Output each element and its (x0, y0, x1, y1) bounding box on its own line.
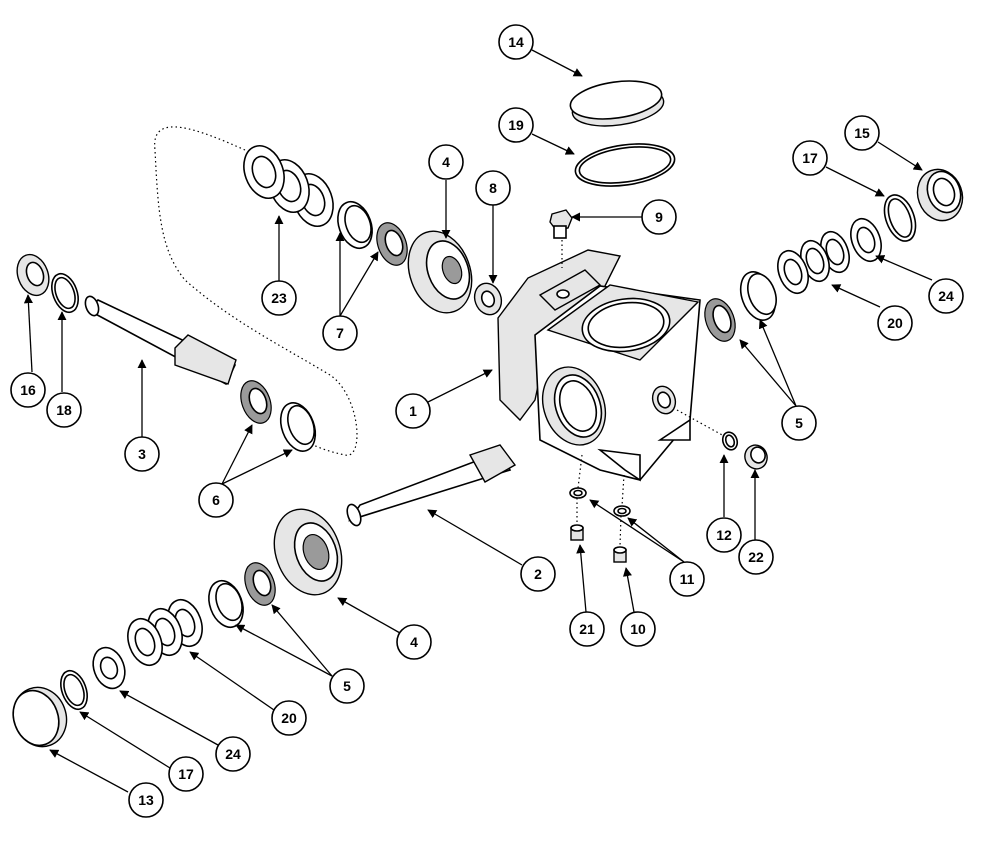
part-snap-ring-17-lower (60, 669, 88, 711)
callout-15: 15 (844, 115, 880, 151)
svg-text:14: 14 (508, 34, 524, 50)
svg-text:4: 4 (442, 154, 450, 170)
callout-4: 4 (396, 624, 432, 660)
part-housing-1 (497, 249, 701, 482)
part-seal-15 (916, 168, 964, 222)
svg-text:10: 10 (630, 621, 646, 637)
callout-17: 17 (168, 756, 204, 792)
part-snap-ring-17-right (883, 194, 917, 242)
svg-text:23: 23 (271, 290, 287, 306)
part-plug-22 (744, 444, 768, 470)
part-shaft-3 (84, 295, 237, 386)
callout-14: 14 (498, 24, 534, 60)
svg-text:17: 17 (178, 766, 194, 782)
callout-5: 5 (781, 405, 817, 441)
part-cover-14 (569, 80, 665, 127)
svg-text:20: 20 (281, 710, 297, 726)
part-bevel-gear-4-lower (273, 508, 343, 596)
part-plug-21 (570, 524, 584, 541)
svg-text:18: 18 (56, 402, 72, 418)
part-washers-11 (569, 487, 631, 517)
svg-text:7: 7 (336, 325, 344, 341)
part-bevel-gear-4-upper (407, 230, 473, 314)
callout-7: 7 (322, 315, 358, 351)
callout-6: 6 (198, 482, 234, 518)
dotted-group-outline (154, 126, 358, 456)
svg-text:2: 2 (534, 566, 542, 582)
part-bearing-6 (240, 380, 317, 452)
callout-13: 13 (128, 782, 164, 818)
part-bearing-5-right (704, 271, 777, 342)
svg-text:11: 11 (680, 571, 695, 587)
svg-text:6: 6 (212, 492, 220, 508)
svg-text:20: 20 (887, 315, 903, 331)
callout-23: 23 (261, 280, 297, 316)
svg-text:24: 24 (225, 746, 241, 762)
callout-10: 10 (620, 611, 656, 647)
svg-text:24: 24 (938, 288, 954, 304)
part-fitting-9 (549, 209, 573, 239)
part-shims-20-right (777, 230, 850, 295)
part-shims-23 (243, 145, 334, 227)
callout-3: 3 (124, 436, 160, 472)
part-cap-13 (12, 686, 68, 748)
part-shims-20-lower (127, 598, 203, 667)
callout-20: 20 (877, 305, 913, 341)
part-bearing-5-lower (208, 562, 276, 629)
callout-12: 12 (706, 517, 742, 553)
leader-lines (23, 49, 933, 793)
callout-11: 11 (669, 561, 705, 597)
part-plug-10 (613, 546, 627, 563)
callout-17: 17 (792, 140, 828, 176)
callout-22: 22 (738, 539, 774, 575)
svg-text:12: 12 (716, 527, 732, 543)
callout-9: 9 (641, 199, 677, 235)
svg-text:21: 21 (579, 621, 595, 637)
dotted-line-11-left (577, 454, 583, 489)
part-washer-24-right (850, 217, 882, 263)
svg-text:19: 19 (508, 117, 524, 133)
part-shaft-2 (346, 444, 517, 527)
callout-16: 16 (10, 372, 46, 408)
svg-text:4: 4 (410, 634, 418, 650)
callout-20: 20 (271, 700, 307, 736)
callout-19: 19 (498, 107, 534, 143)
svg-text:5: 5 (795, 415, 803, 431)
callout-1: 1 (395, 393, 431, 429)
callout-4: 4 (428, 144, 464, 180)
part-bearing-7 (337, 200, 408, 266)
svg-text:9: 9 (655, 209, 663, 225)
part-nut-8 (473, 282, 503, 316)
callout-18: 18 (46, 392, 82, 428)
svg-text:3: 3 (138, 446, 146, 462)
part-o-ring-12 (721, 431, 739, 451)
dotted-line-11-right (621, 474, 625, 507)
svg-text:8: 8 (489, 180, 497, 196)
callout-8: 8 (475, 170, 511, 206)
svg-text:15: 15 (854, 125, 870, 141)
callout-24: 24 (928, 278, 964, 314)
svg-text:17: 17 (802, 150, 818, 166)
part-seal-16 (16, 253, 50, 297)
svg-text:22: 22 (748, 549, 764, 565)
callout-21: 21 (569, 611, 605, 647)
part-snap-ring-19 (574, 143, 676, 187)
svg-text:13: 13 (138, 792, 154, 808)
part-washer-24-lower (92, 646, 126, 690)
callout-24: 24 (215, 736, 251, 772)
svg-text:1: 1 (409, 403, 417, 419)
part-snap-ring-18 (51, 272, 79, 314)
callout-2: 2 (520, 556, 556, 592)
svg-text:5: 5 (343, 678, 351, 694)
svg-text:16: 16 (20, 382, 36, 398)
callout-5: 5 (329, 668, 365, 704)
